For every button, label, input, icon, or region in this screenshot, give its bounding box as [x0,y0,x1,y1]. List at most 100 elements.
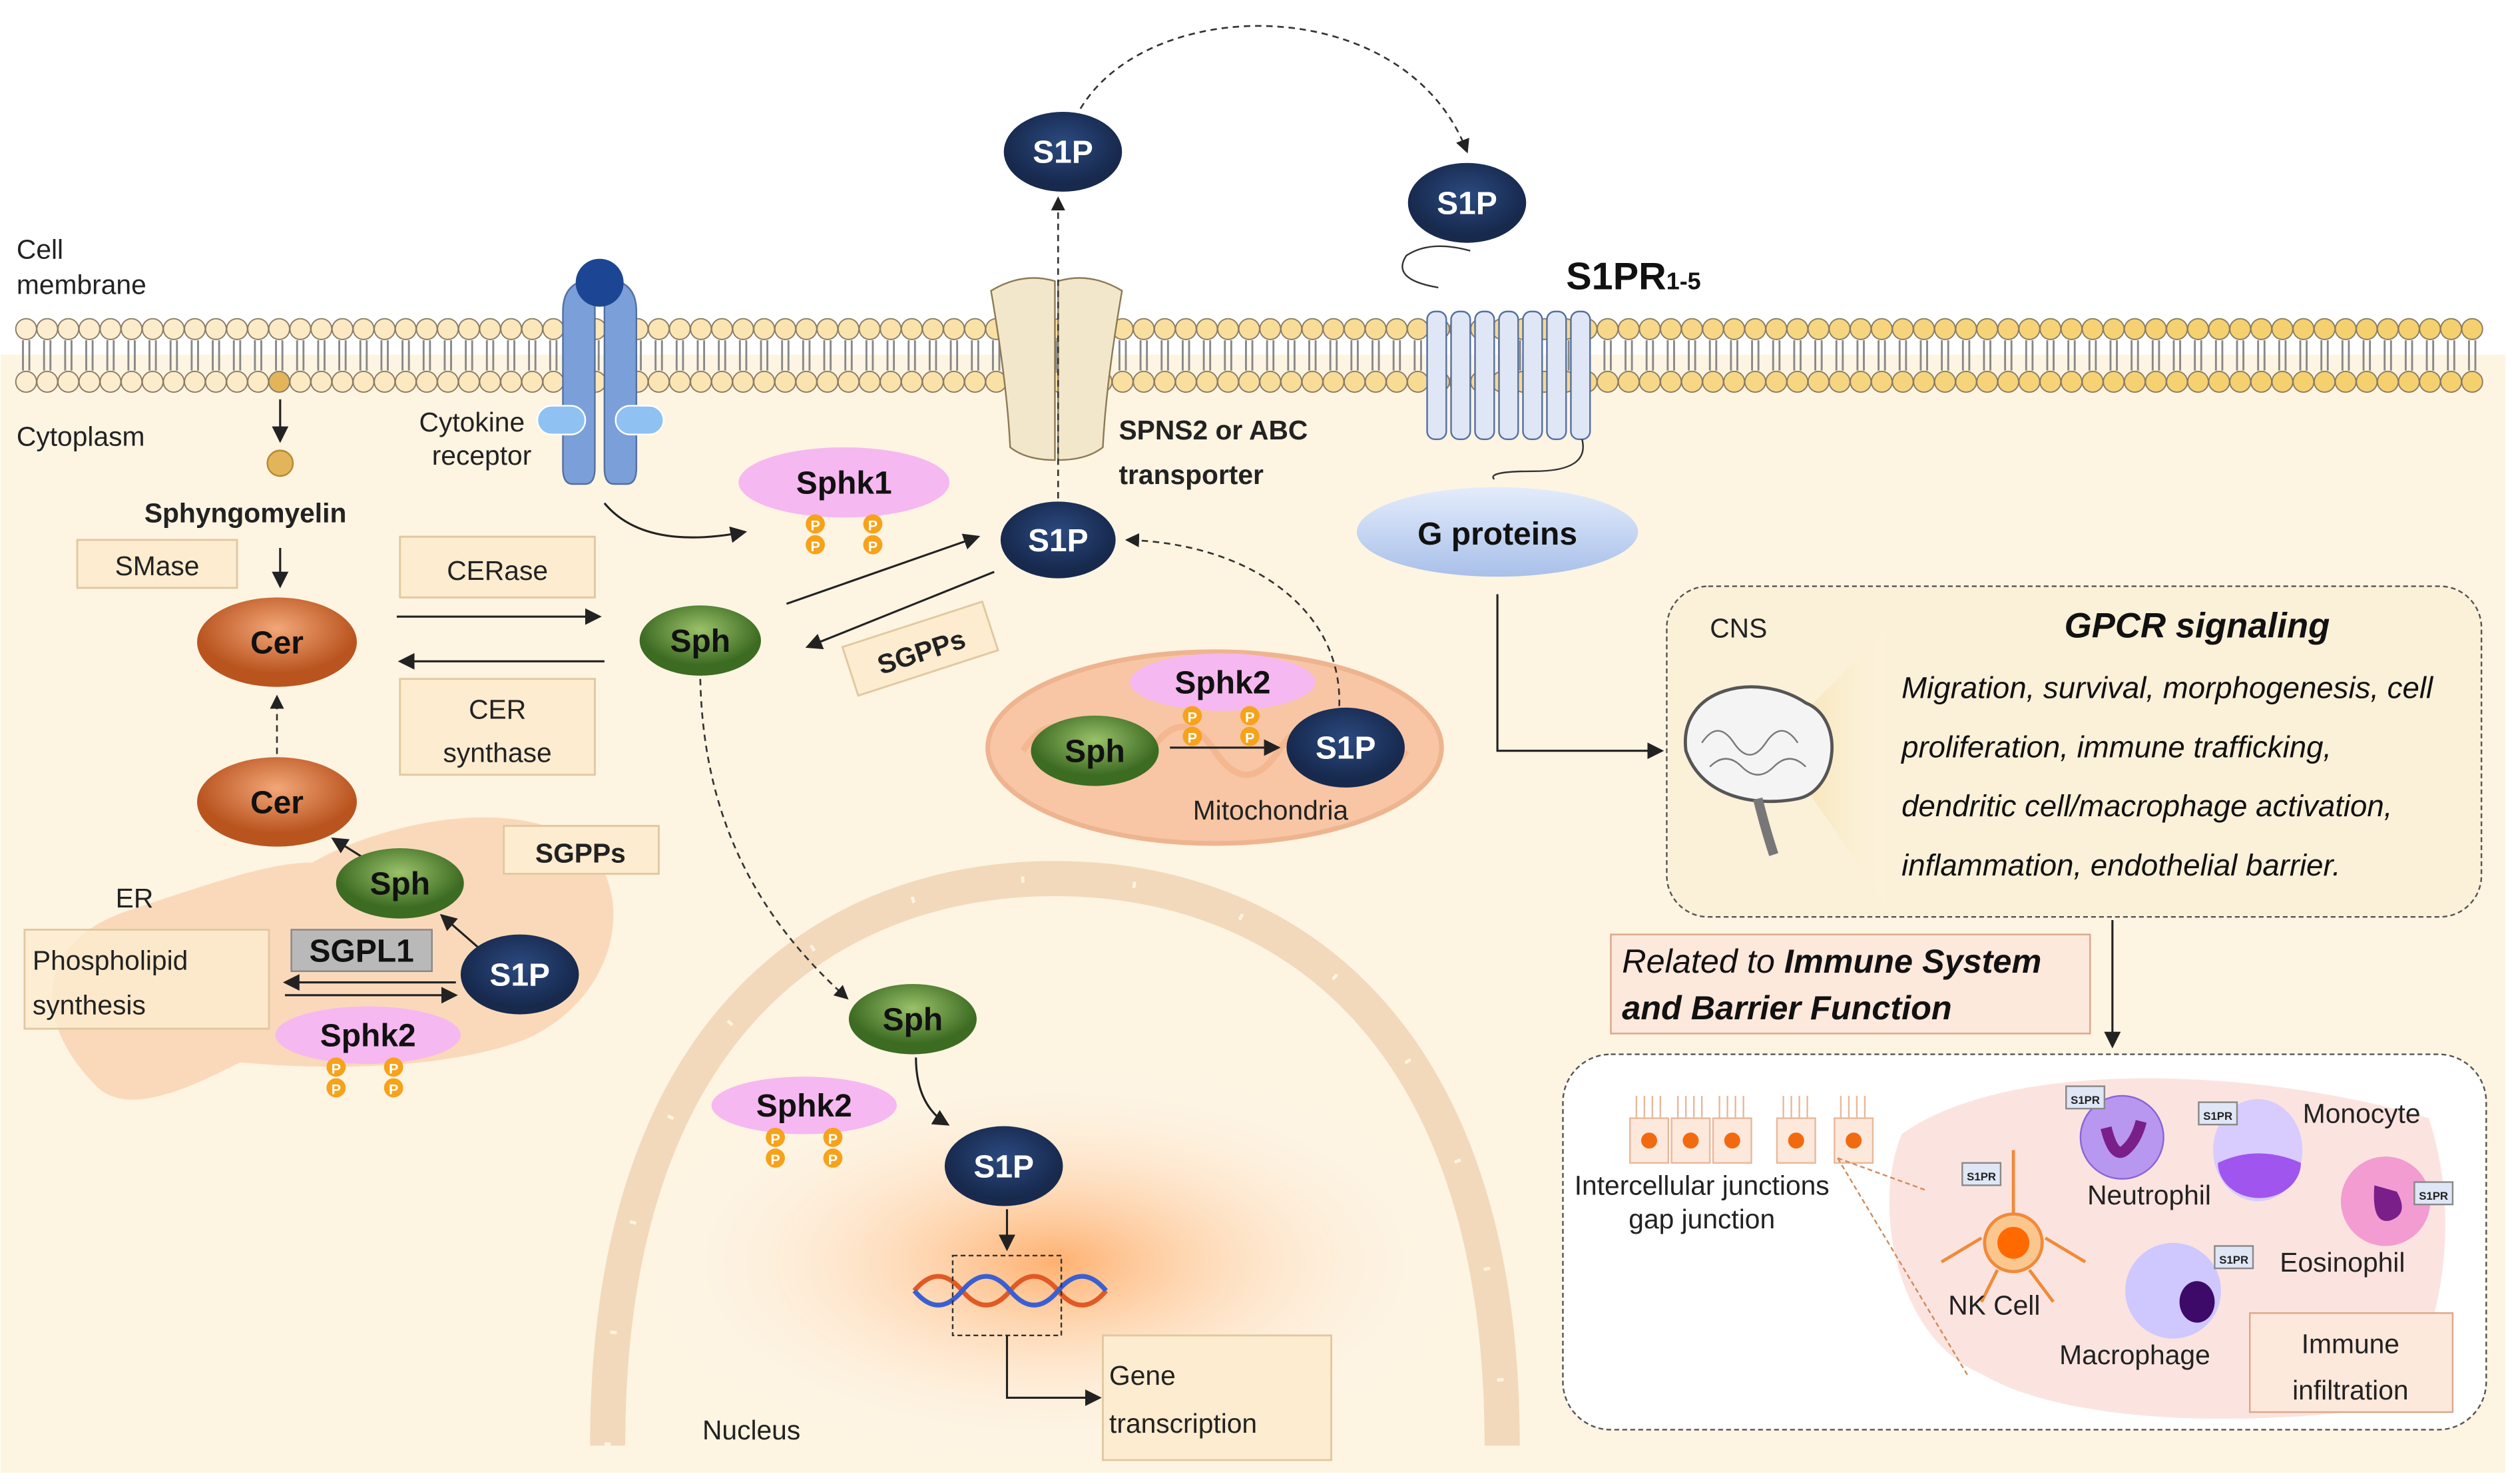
lipid-head [1997,318,2019,340]
lipid-head [310,370,333,393]
phosphate-icon [1182,706,1202,726]
lipid-head [78,318,101,340]
immune-infiltration-box [2248,1312,2454,1413]
s1pr-tag-icon [2198,1101,2238,1126]
lipid-head [2166,370,2188,393]
smase-box [76,539,238,589]
lipid-head [816,318,839,340]
lipid-head [57,318,80,340]
gpcr-effects-line: dendritic cell/macrophage activation, [1901,789,2392,823]
epithelial-cells [1629,1095,1874,1164]
lipid-head [2103,318,2125,340]
lipid-head [732,370,754,393]
s1p-molecule-bound [1407,162,1527,243]
lipid-head [2356,318,2378,340]
lipid-head [479,318,501,340]
svg-text:P: P [868,538,877,555]
lipid-head [1786,318,1809,340]
sphk2-kinase-er [275,1006,461,1064]
cytokine-receptor [536,258,664,485]
lipid-head [668,370,691,393]
phosphate-icon [1240,726,1260,746]
sphyngomyelin-label: Sphyngomyelin [144,498,347,529]
lipid-head [162,318,185,340]
cer-label: Cer [250,625,304,660]
sphk1-kinase [738,447,950,518]
phosphate-icon [1240,706,1260,726]
lipid-head [2081,318,2104,340]
phosphate-icon [383,1078,403,1098]
epithelial-cell [1670,1117,1711,1164]
lipid-head [1385,370,1408,393]
lipid-head [774,318,797,340]
lipid-head [2250,370,2273,393]
phosphate-icon [766,1148,785,1168]
lipid-head [226,370,248,393]
lipid-head [1933,370,1956,393]
lipid-head [1174,370,1197,393]
lipid-head [1723,370,1746,393]
svg-text:P: P [770,1151,780,1168]
lipid-head [1680,318,1703,340]
svg-text:S1PR: S1PR [2419,1190,2448,1202]
phosphate-icon [823,1127,843,1147]
lipid-head [521,318,543,340]
phosphate-icon [823,1148,843,1168]
svg-text:P: P [828,1151,838,1168]
lipid-head [963,370,987,393]
lipid-head [1828,318,1851,340]
lipid-head [352,318,375,340]
lipid-head [1259,370,1282,393]
lipid-head [1385,318,1408,340]
lipid-head [2144,370,2167,393]
phosphate-icon [766,1127,785,1147]
g-proteins [1356,487,1638,577]
svg-text:P: P [389,1060,398,1077]
lipid-head [2334,370,2357,393]
lipid-head [1744,370,1766,393]
phosphate-icon [383,1057,403,1077]
phosphate-icon [1182,726,1202,746]
sgpps-box-er [503,825,660,875]
lipid-head [943,318,965,340]
lipid-head [2081,370,2104,393]
lipid-head [668,318,691,340]
sphk2-label: Sphk2 [1174,665,1270,700]
lipid-head [374,370,396,393]
neutrophil-icon [2079,1095,2164,1180]
s1p-label: S1P [1033,135,1093,170]
cytokine-ligand [575,258,624,307]
cer-synthase-box [399,678,596,776]
gene-transcription-box [1102,1334,1333,1461]
lipid-head [900,370,923,393]
lipid-head [963,318,987,340]
lipid-head [1955,370,1977,393]
nk-cell-label: NK Cell [1948,1290,2040,1321]
sphk1-label: Sphk1 [796,465,892,501]
lipid-head [1196,318,1218,340]
lipid-head [226,318,248,340]
brain-icon [1684,685,1834,856]
lipid-head [2060,318,2083,340]
lipid-head [1702,318,1724,340]
sph-label: Sph [670,624,731,659]
gpcr-effects-line: inflammation, endothelial barrier. [1901,848,2341,882]
sphk2-kinase-mito [1130,653,1316,711]
lipid-head [99,370,122,393]
sgpl1-box [290,929,433,973]
lipid-head [943,370,965,393]
lipid-head [1259,318,1282,340]
lipid-head [437,318,459,340]
lipid-head [879,370,902,393]
sgpl1-label: SGPL1 [310,933,414,969]
lipid-head [2186,318,2210,340]
s1p-label: S1P [1437,186,1497,222]
lipid-head [268,370,290,393]
nk-cell-icon [1940,1150,2087,1303]
lipid-head [858,318,881,340]
lipid-head [374,318,396,340]
lipid-head [1955,318,1977,340]
